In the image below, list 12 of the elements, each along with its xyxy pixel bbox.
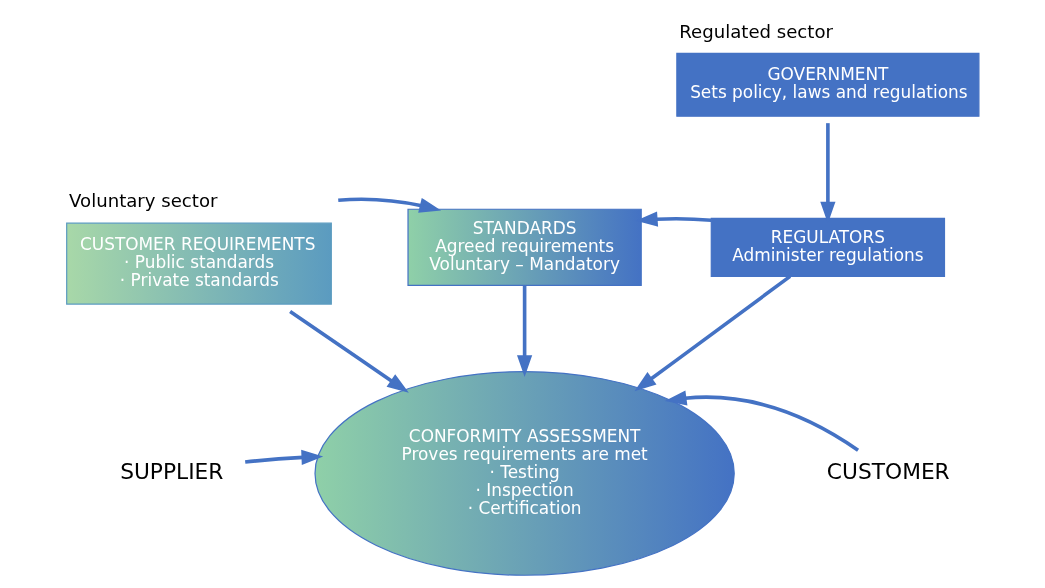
node-box: REGULATORS Administer regulations <box>710 217 946 277</box>
node-box: STANDARDS Agreed requirements Voluntary – Mandatory <box>407 208 642 286</box>
arrow <box>634 274 792 392</box>
arrow <box>289 309 409 393</box>
node-label: Voluntary sector <box>69 190 218 212</box>
arrow <box>338 197 442 213</box>
arrow <box>664 390 860 452</box>
arrow <box>245 449 324 466</box>
node-text: SUPPLIER <box>120 458 224 484</box>
arrow <box>517 285 533 377</box>
node-label: Regulated sector <box>679 20 833 42</box>
node-text: CUSTOMER <box>826 458 950 484</box>
